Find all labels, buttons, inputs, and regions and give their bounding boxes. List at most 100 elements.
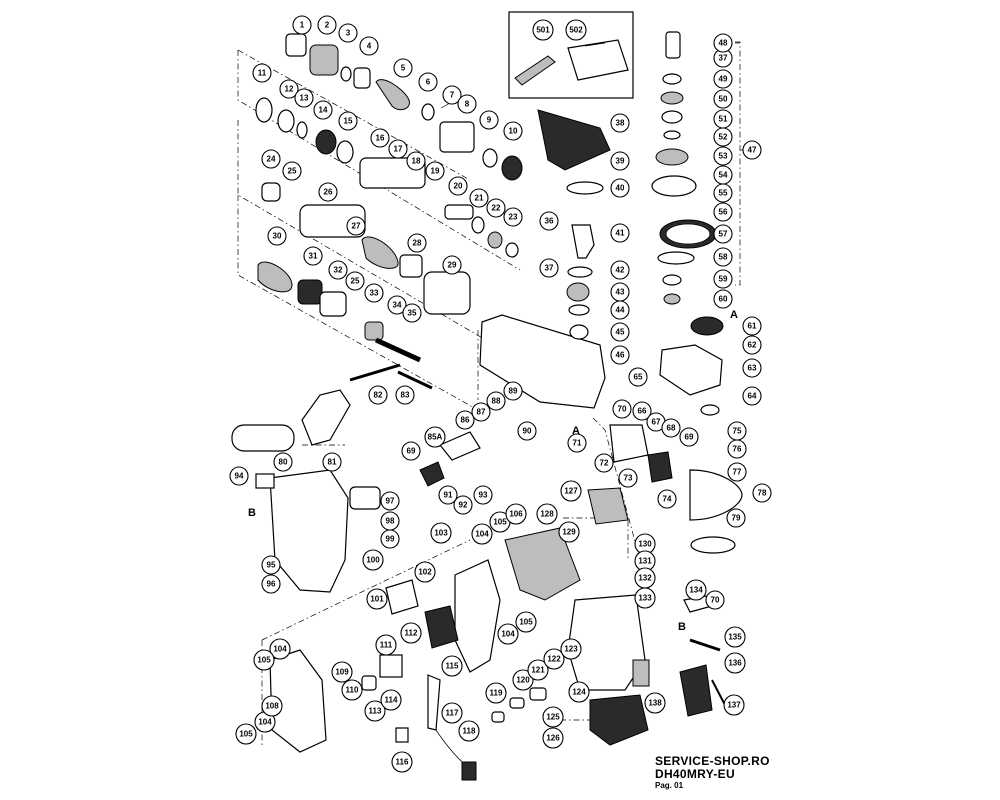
part-number: 133 — [638, 594, 652, 603]
part-number: 63 — [748, 364, 757, 373]
callout-circle — [742, 386, 762, 406]
retainer-20 — [444, 204, 474, 220]
part-number: 34 — [393, 301, 402, 310]
part-number: 13 — [300, 94, 309, 103]
callout-circle — [560, 638, 582, 660]
part-number: 106 — [509, 510, 523, 519]
callout-circle — [279, 79, 299, 99]
part-callout-p106: 106 — [505, 503, 527, 525]
part-number: 43 — [616, 288, 625, 297]
footer-site: SERVICE-SHOP.RO — [655, 754, 770, 768]
part-number: 16 — [376, 134, 385, 143]
ring-21 — [471, 216, 485, 234]
callout-circle — [366, 588, 388, 610]
part-number: 19 — [431, 167, 440, 176]
part-callout-p105d: 105 — [235, 723, 257, 745]
part-number: 52 — [719, 133, 728, 142]
callout-circle — [292, 15, 312, 35]
callout-circle — [565, 19, 587, 41]
section-letters: A A B B — [248, 309, 738, 633]
callout-circle — [542, 706, 564, 728]
callout-circle — [505, 503, 527, 525]
sleeve-28 — [399, 254, 423, 278]
part-number: 123 — [564, 645, 578, 654]
side-handle-80 — [231, 424, 295, 452]
callout-circle — [644, 692, 666, 714]
part-callout-p80: 80 — [273, 452, 293, 472]
part-callout-p23: 23 — [503, 207, 523, 227]
callout-circle — [442, 255, 462, 275]
callout-circle — [742, 358, 762, 378]
clip-116 — [395, 727, 409, 743]
callout-circle — [235, 723, 257, 745]
callout-circle — [341, 679, 363, 701]
knob-85a — [439, 431, 481, 461]
part-callout-p15: 15 — [338, 111, 358, 131]
callout-circle — [471, 523, 493, 545]
ring-64 — [700, 404, 720, 416]
part-callout-p32: 32 — [328, 260, 348, 280]
part-callout-p114: 114 — [380, 689, 402, 711]
callout-circle — [457, 94, 477, 114]
footer: SERVICE-SHOP.RO DH40MRY-EU Pag. 01 — [655, 755, 770, 791]
switch-112 — [424, 605, 459, 649]
callout-circle — [713, 289, 733, 309]
part-callout-p95: 95 — [261, 555, 281, 575]
part-number: 26 — [324, 188, 333, 197]
part-number: 20 — [454, 182, 463, 191]
part-number: 2 — [325, 21, 330, 30]
part-number: 122 — [547, 655, 561, 664]
part-number: 5 — [401, 64, 406, 73]
switch-136 — [679, 664, 713, 717]
part-number: 36 — [545, 217, 554, 226]
rod-83 — [397, 370, 433, 390]
callout-circle — [713, 183, 733, 203]
part-number: 14 — [319, 106, 328, 115]
part-number: 131 — [638, 557, 652, 566]
part-callout-p112: 112 — [400, 622, 422, 644]
part-callout-p127: 127 — [560, 480, 582, 502]
part-number: 95 — [267, 561, 276, 570]
part-number: 4 — [367, 42, 372, 51]
washer-49 — [662, 73, 682, 85]
callout-circle — [364, 700, 386, 722]
part-number: 62 — [748, 341, 757, 350]
rod-82 — [349, 363, 401, 382]
plate-53 — [655, 148, 689, 166]
part-callout-p104a: 104 — [471, 523, 493, 545]
part-number: 91 — [444, 491, 453, 500]
part-callout-p53: 53 — [713, 146, 733, 166]
bushing-110 — [361, 675, 377, 691]
part-callout-p3: 3 — [338, 23, 358, 43]
part-callout-p129: 129 — [558, 521, 580, 543]
part-number: 44 — [616, 306, 625, 315]
ring-11 — [255, 97, 273, 123]
callout-circle — [338, 23, 358, 43]
part-callout-p63: 63 — [742, 358, 762, 378]
callout-circle — [512, 669, 534, 691]
callout-circle — [401, 441, 421, 461]
part-callout-p69a: 69 — [679, 427, 699, 447]
callout-circle — [713, 33, 733, 53]
ring-52 — [663, 130, 681, 140]
part-callout-p31: 31 — [303, 246, 323, 266]
part-number: 114 — [385, 696, 398, 705]
part-number: 111 — [380, 641, 393, 650]
part-number: 12 — [285, 85, 294, 94]
part-callout-p135: 135 — [724, 626, 746, 648]
callout-circle — [317, 15, 337, 35]
carrying-case — [567, 39, 629, 81]
part-callout-p2: 2 — [317, 15, 337, 35]
callout-circle — [713, 127, 733, 147]
letter-a-1: A — [730, 309, 738, 321]
callout-circle — [362, 549, 384, 571]
callout-circle — [380, 529, 400, 549]
footer-page: Pag. 01 — [655, 781, 684, 790]
callout-circle — [517, 421, 537, 441]
callout-circle — [303, 246, 323, 266]
part-number: 105 — [239, 730, 253, 739]
part-callout-p85a: 85A — [424, 426, 446, 448]
part-number: 89 — [509, 387, 518, 396]
part-callout-p25a: 25 — [282, 161, 302, 181]
